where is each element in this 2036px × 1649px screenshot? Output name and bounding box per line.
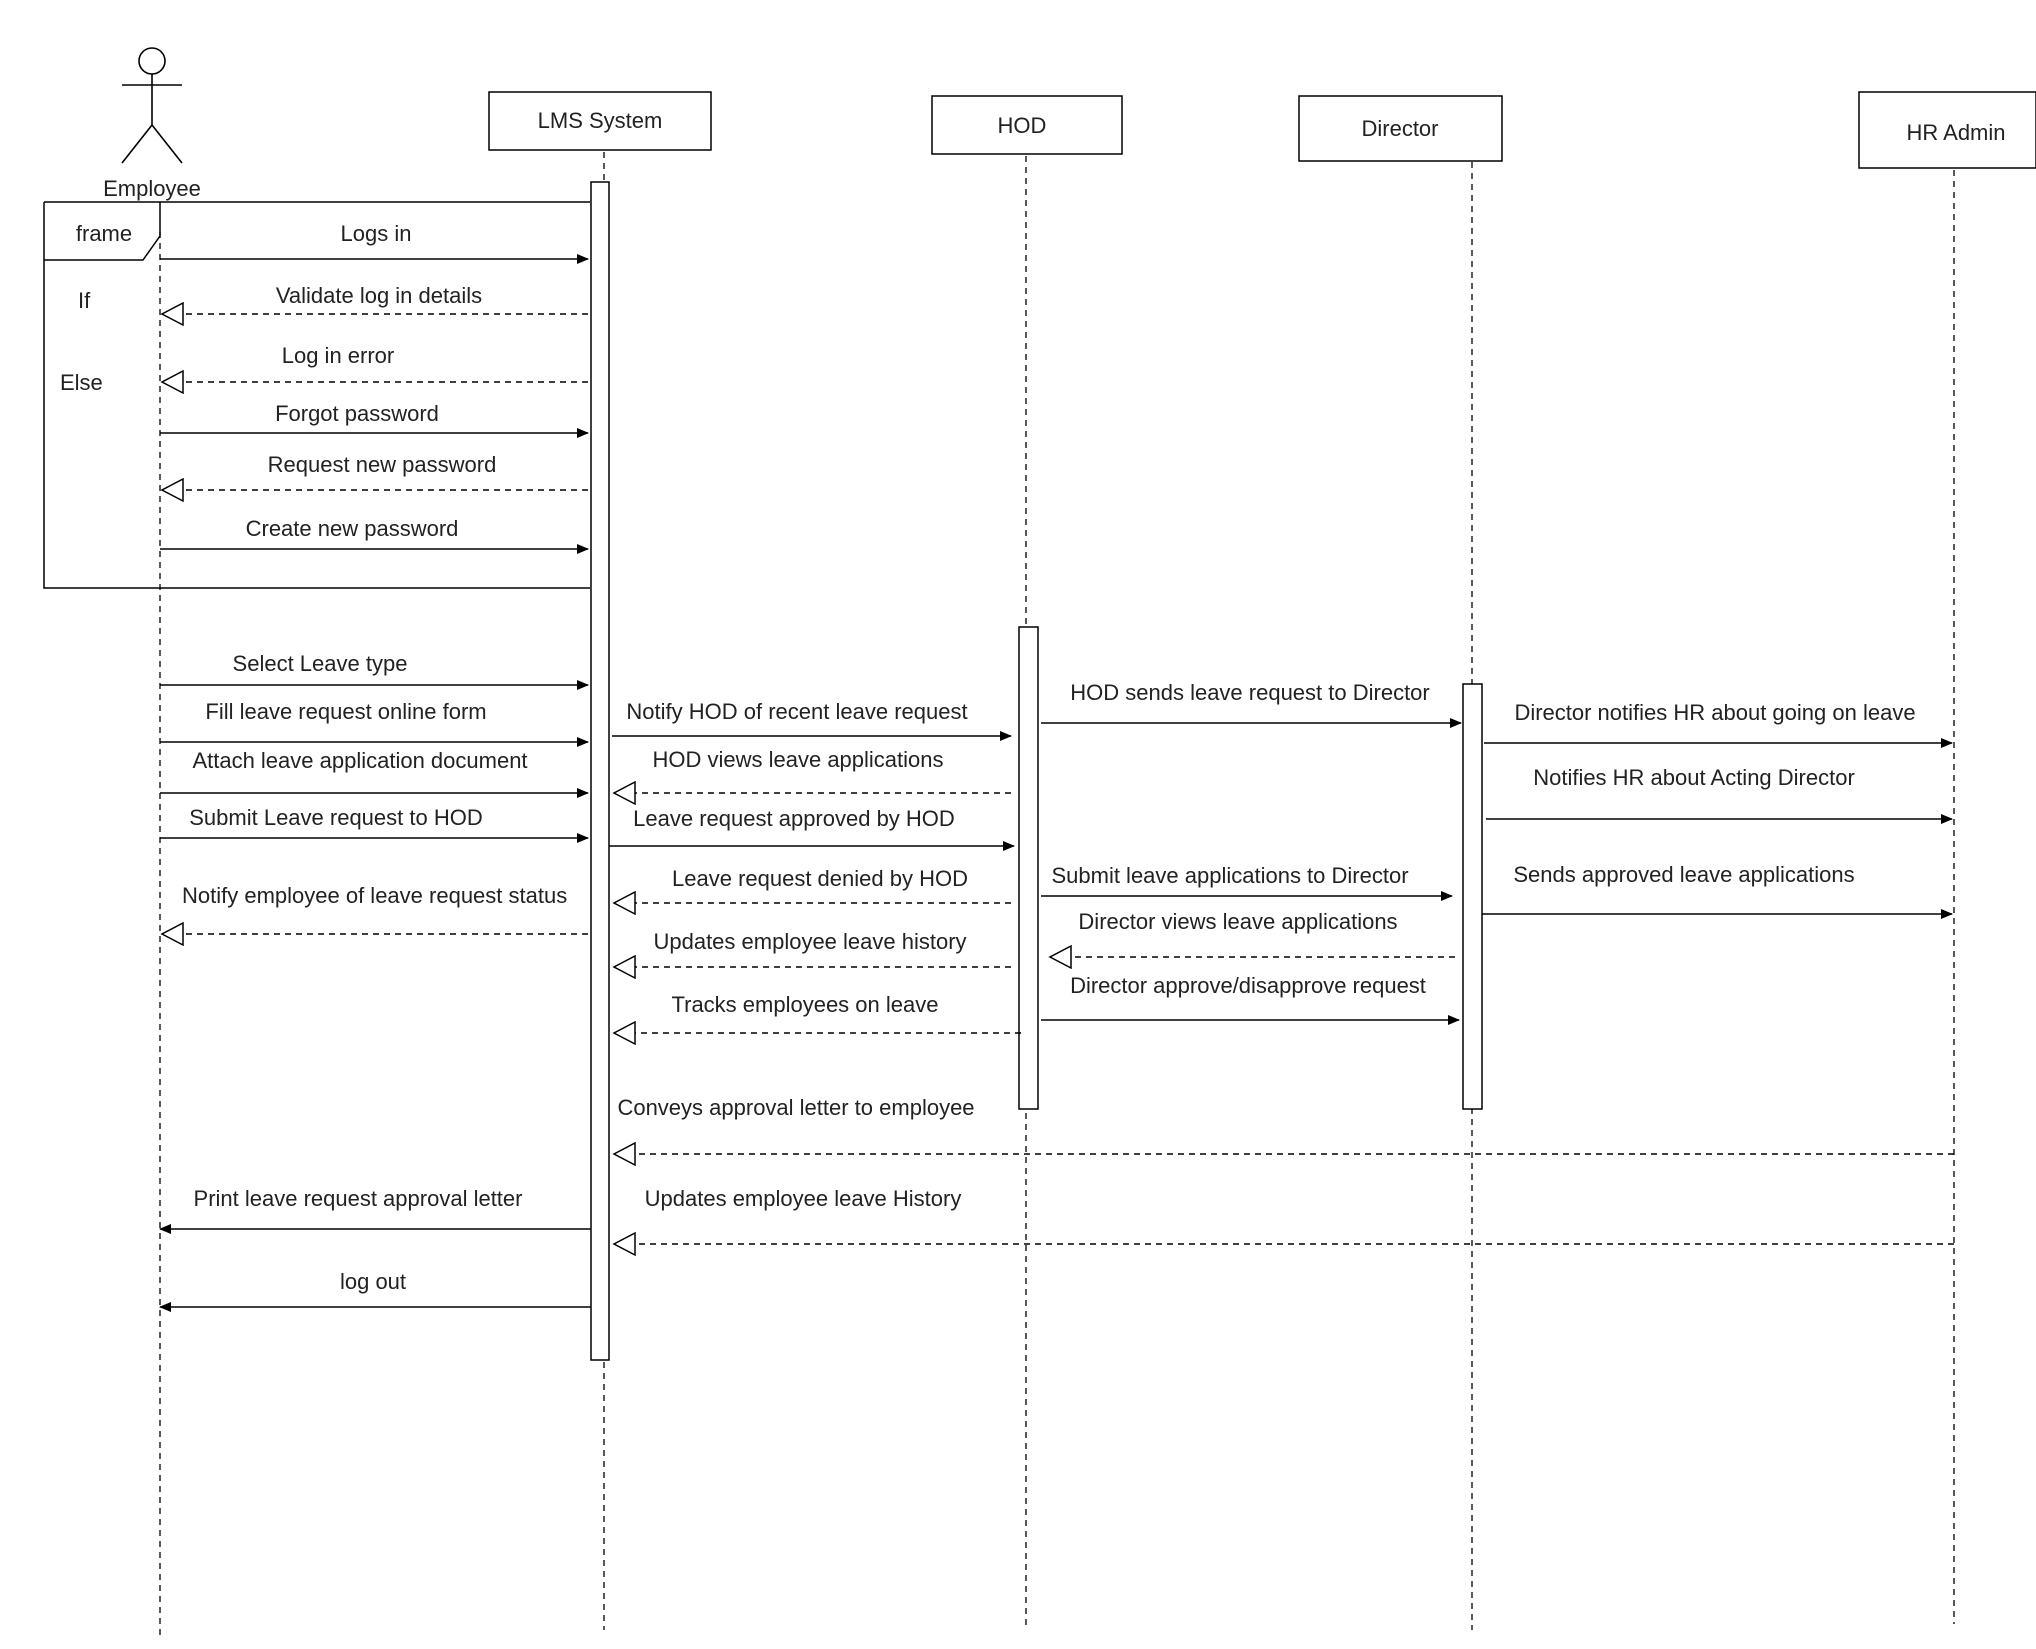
participant-director: Director bbox=[1298, 95, 1503, 162]
message-label-tracks-employees-on-leave: Tracks employees on leave bbox=[672, 992, 939, 1017]
message-label-validate-log-in-details: Validate log in details bbox=[276, 283, 482, 308]
message-label-create-new-password: Create new password bbox=[246, 516, 459, 541]
message-label-submit-leave-applications-to-director: Submit leave applications to Director bbox=[1051, 863, 1408, 888]
message-label-conveys-approval-letter-to-employee: Conveys approval letter to employee bbox=[617, 1095, 974, 1120]
participant-hod: HOD bbox=[931, 95, 1123, 155]
message-label-submit-leave-request-to-hod: Submit Leave request to HOD bbox=[189, 805, 482, 830]
message-label-sends-approved-leave-applications: Sends approved leave applications bbox=[1513, 862, 1854, 887]
message-label-request-new-password: Request new password bbox=[268, 452, 497, 477]
participant-lms-label: LMS System bbox=[538, 108, 663, 133]
message-label-forgot-password: Forgot password bbox=[275, 401, 439, 426]
participant-hr-label: HR Admin bbox=[1906, 120, 2005, 145]
activation-hod bbox=[1018, 626, 1039, 1110]
message-label-log-in-error: Log in error bbox=[282, 343, 395, 368]
message-label-logs-in: Logs in bbox=[341, 221, 412, 246]
participant-lms: LMS System bbox=[488, 91, 712, 151]
message-label-notify-hod-of-recent-leave-request: Notify HOD of recent leave request bbox=[626, 699, 967, 724]
message-label-select-leave-type: Select Leave type bbox=[233, 651, 408, 676]
message-label-director-views-leave-applications: Director views leave applications bbox=[1078, 909, 1397, 934]
participant-hod-label: HOD bbox=[998, 113, 1047, 138]
combined-fragment: frame If Else bbox=[43, 201, 590, 589]
message-label-attach-leave-application-document: Attach leave application document bbox=[192, 748, 527, 773]
participant-hr: HR Admin bbox=[1858, 91, 2036, 169]
message-label-updates-employee-leave-history: Updates employee leave History bbox=[645, 1186, 962, 1211]
message-label-fill-leave-request-online-form: Fill leave request online form bbox=[205, 699, 486, 724]
message-label-notify-employee-of-leave-request-status: Notify employee of leave request status bbox=[182, 883, 567, 908]
message-label-director-approve-disapprove-request: Director approve/disapprove request bbox=[1070, 973, 1426, 998]
participant-director-label: Director bbox=[1361, 116, 1438, 141]
message-label-director-notifies-hr-about-going-on-leave: Director notifies HR about going on leav… bbox=[1514, 700, 1915, 725]
activations bbox=[590, 181, 1483, 1361]
message-label-print-leave-request-approval-letter: Print leave request approval letter bbox=[194, 1186, 523, 1211]
message-label-hod-views-leave-applications: HOD views leave applications bbox=[652, 747, 943, 772]
frame-label: frame bbox=[76, 221, 132, 246]
message-label-leave-request-approved-by-hod: Leave request approved by HOD bbox=[633, 806, 955, 831]
message-label-hod-sends-leave-request-to-director: HOD sends leave request to Director bbox=[1070, 680, 1430, 705]
message-label-leave-request-denied-by-hod: Leave request denied by HOD bbox=[672, 866, 968, 891]
activation-director bbox=[1462, 683, 1483, 1110]
guard-else: Else bbox=[60, 370, 103, 395]
guard-if: If bbox=[78, 288, 91, 313]
activation-lms bbox=[590, 181, 610, 1361]
message-label-updates-employee-leave-history: Updates employee leave history bbox=[653, 929, 966, 954]
message-label-log-out: log out bbox=[340, 1269, 406, 1294]
message-label-notifies-hr-about-acting-director: Notifies HR about Acting Director bbox=[1533, 765, 1855, 790]
employee-actor-label: Employee bbox=[103, 176, 201, 201]
employee-actor-icon bbox=[121, 47, 183, 164]
